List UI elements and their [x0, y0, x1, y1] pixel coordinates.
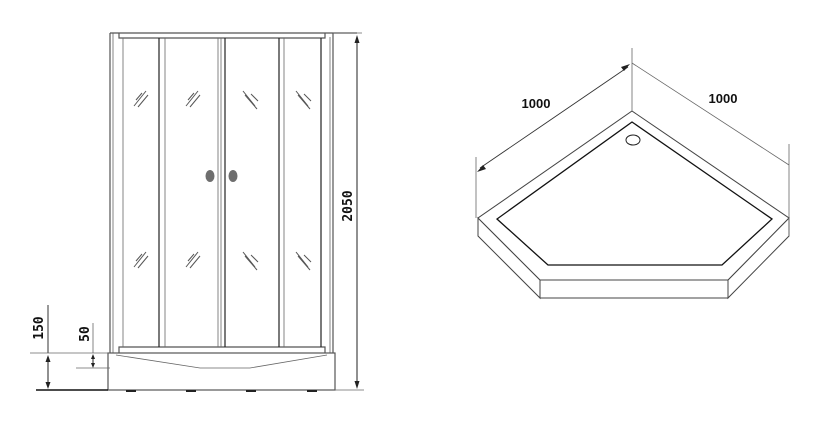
dimension-height: 2050 [333, 32, 364, 391]
arrow-icon [621, 64, 630, 71]
dimension-label-height: 2050 [341, 190, 356, 221]
front-tray [107, 352, 336, 392]
arrow-down-icon [91, 363, 95, 368]
door-handles [205, 170, 238, 182]
dimension-label-tray-height: 150 [32, 316, 47, 340]
glass-reflection-marks [133, 90, 312, 271]
dimension-left-side: 1000 [475, 48, 633, 218]
dimension-label-left-side: 1000 [522, 96, 551, 111]
reflection-mark-icon [295, 90, 312, 110]
arrow-up-icon [91, 354, 95, 359]
reflection-mark-icon [295, 251, 312, 271]
pentagon-tray [477, 110, 790, 300]
reflection-mark-icon [185, 90, 201, 108]
dimension-label-tray-step: 50 [78, 326, 93, 342]
reflection-mark-icon [242, 90, 259, 110]
arrow-down-icon [354, 381, 360, 389]
enclosure-frame [109, 32, 357, 353]
arrow-down-icon [45, 382, 51, 389]
dimension-label-right-side: 1000 [709, 91, 738, 106]
drain-icon [625, 134, 641, 146]
reflection-mark-icon [242, 251, 259, 271]
handle-left-icon [205, 170, 215, 182]
reflection-mark-icon [185, 251, 201, 269]
arrow-up-icon [45, 355, 51, 362]
reflection-mark-icon [133, 251, 149, 269]
arrow-up-icon [354, 35, 360, 43]
reflection-mark-icon [133, 90, 149, 108]
glass-panels [122, 38, 322, 347]
handle-right-icon [228, 170, 238, 182]
arrow-icon [477, 165, 486, 172]
front-view: 2050 150 50 [30, 32, 364, 392]
dimension-right-side: 1000 [631, 62, 790, 236]
plan-view: 1000 1000 [475, 48, 790, 300]
dimension-tray-step: 50 [76, 323, 110, 369]
dimension-tray-height: 150 [30, 305, 110, 391]
